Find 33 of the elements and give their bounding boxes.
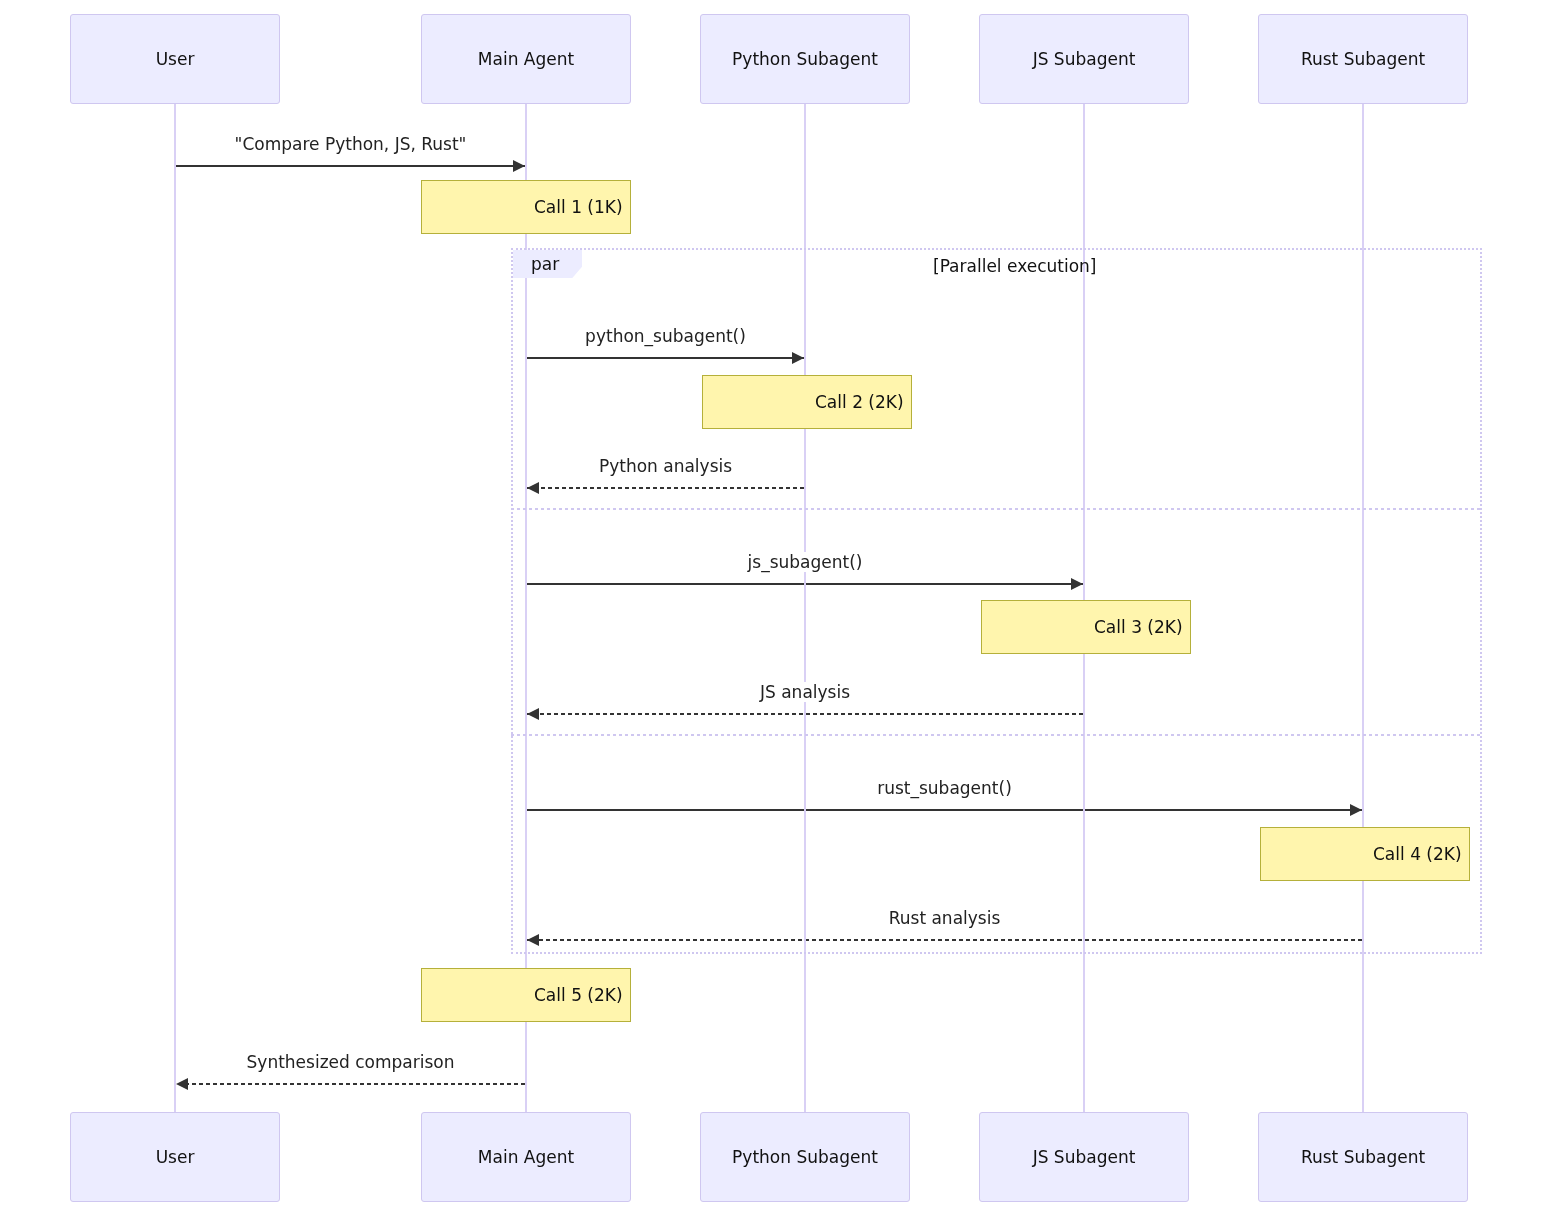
participant-box: Main Agent	[421, 14, 631, 104]
reply-arrow	[526, 482, 805, 494]
edge-label: JS analysis	[758, 682, 852, 702]
participant-box: Rust Subagent	[1258, 1112, 1468, 1202]
participant-box: User	[70, 1112, 280, 1202]
message-arrow	[175, 160, 526, 172]
note-box: Call 4 (2K)	[1260, 827, 1470, 881]
reply-arrow	[526, 708, 1084, 720]
participant-box: Main Agent	[421, 1112, 631, 1202]
participant-box: JS Subagent	[979, 1112, 1189, 1202]
lifeline	[174, 104, 176, 1112]
note-box: Call 1 (1K)	[421, 180, 631, 234]
reply-arrow	[175, 1078, 526, 1090]
edge-label: Synthesized comparison	[244, 1052, 457, 1072]
participant-box: JS Subagent	[979, 14, 1189, 104]
frame-title: [Parallel execution]	[933, 256, 1097, 276]
message-arrow	[526, 578, 1084, 590]
edge-label: python_subagent()	[583, 326, 748, 346]
message-arrow	[526, 804, 1363, 816]
lifeline	[1083, 104, 1085, 1112]
message-arrow	[526, 352, 805, 364]
participant-box: Python Subagent	[700, 1112, 910, 1202]
lifeline	[1362, 104, 1364, 1112]
reply-arrow	[526, 934, 1363, 946]
lifeline	[804, 104, 806, 1112]
edge-label: rust_subagent()	[875, 778, 1014, 798]
frame-tag: par	[513, 250, 582, 278]
note-box: Call 3 (2K)	[981, 600, 1191, 654]
note-box: Call 2 (2K)	[702, 375, 912, 429]
note-box: Call 5 (2K)	[421, 968, 631, 1022]
participant-box: Rust Subagent	[1258, 14, 1468, 104]
participant-box: User	[70, 14, 280, 104]
participant-box: Python Subagent	[700, 14, 910, 104]
